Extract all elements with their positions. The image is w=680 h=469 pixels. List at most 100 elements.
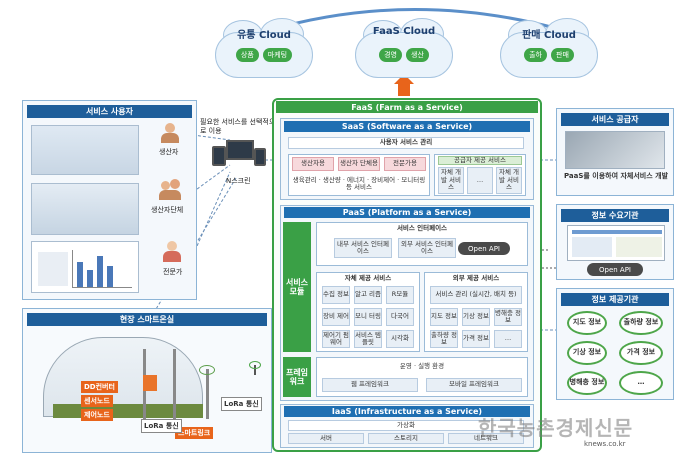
service-supplier-title: 서비스 공급자 xyxy=(561,113,669,126)
supplier-cell: 자체 개발 서비스 xyxy=(496,167,522,194)
sales-cloud-title: 판매 Cloud xyxy=(522,30,576,41)
farmer-icon xyxy=(159,123,181,143)
iaas-title: IaaS (Infrastructure as a Service) xyxy=(284,406,530,417)
self-cell: 장비 제어 xyxy=(322,308,350,326)
self-cell: 시각화 xyxy=(386,330,414,348)
self-cell: 알고 리즘 xyxy=(354,286,382,304)
ext-cell: 가격 정보 xyxy=(462,330,490,348)
device-label: N스크린 xyxy=(226,177,251,185)
greenhouse-ground xyxy=(53,404,203,418)
service-users-panel: 서비스 사용자 생산자 생산자단체 전문가 xyxy=(22,100,197,300)
cloud-pill: 마케팅 xyxy=(262,48,293,62)
farmer-group-icon xyxy=(159,179,181,201)
sensor-pole xyxy=(173,349,176,419)
sales-cloud: 판매 Cloud 출하 판매 xyxy=(490,18,608,78)
user-label: 생산자단체 xyxy=(151,206,184,214)
provider-oval: … xyxy=(619,371,663,395)
lora-label: LoRa 통신 xyxy=(221,397,262,411)
smart-greenhouse-title: 현장 스마트온실 xyxy=(27,313,267,326)
greenhouse-photo xyxy=(31,125,139,175)
run-environment: 운영 · 실행 환경 xyxy=(320,360,524,374)
lora-label: LoRa 통신 xyxy=(141,419,182,433)
greenhouse-tag: DD컨버터 xyxy=(81,381,118,393)
smart-greenhouse-panel: 현장 스마트온실 DD컨버터 센서노드 제어노드 스마트링크 LoRa 통신 L… xyxy=(22,308,272,453)
faas-cloud-title: FaaS Cloud xyxy=(372,26,436,37)
framework-label: 프레임 워크 xyxy=(283,357,311,397)
supplier-cell: 자체 개발 서비스 xyxy=(438,167,464,194)
saas-title: SaaS (Software as a Service) xyxy=(284,121,530,132)
self-cell: 서비스 템플릿 xyxy=(354,330,382,348)
provider-oval: 가격 정보 xyxy=(619,341,663,365)
faas-cloud: FaaS Cloud 경영 생산 xyxy=(345,18,463,78)
greenhouse-tag: 스마트링크 xyxy=(175,427,214,439)
supplier-cell: … xyxy=(467,167,493,194)
cloud-pill: 판매 xyxy=(551,48,574,62)
self-cell: R모듈 xyxy=(386,286,414,304)
provider-oval: 병해충 정보 xyxy=(567,371,607,395)
self-services-title: 자체 제공 서비스 xyxy=(318,274,418,283)
service-interface-title: 서비스 인터페이스 xyxy=(320,224,524,234)
cloud-pill: 생산 xyxy=(406,48,429,62)
antenna-icon xyxy=(199,365,215,375)
greenhouse-tag: 제어노드 xyxy=(81,409,113,421)
info-demand-title: 정보 수요기관 xyxy=(561,209,669,222)
service-module-label: 서비스 모듈 xyxy=(283,222,311,352)
dashboard-screenshot xyxy=(31,241,139,293)
ext-cell: 출하량 정보 xyxy=(430,330,458,348)
self-cell: 모니 터링 xyxy=(354,308,382,326)
external-services-title: 외부 제공 서비스 xyxy=(426,274,526,283)
group-detail: 생육관리 · 생산량 · 에너지 · 장비제어 · 모니터링 등 서비스 xyxy=(292,174,426,194)
open-api-pill: Open API xyxy=(458,242,510,255)
ext-cell: … xyxy=(494,330,522,348)
cloud-pill: 출하 xyxy=(524,48,547,62)
watermark: 한국농촌경제신문 xyxy=(478,416,634,440)
greenhouse-photo xyxy=(31,183,139,235)
open-api-pill: Open API xyxy=(587,263,643,276)
demand-screenshot xyxy=(567,225,665,261)
ext-cell: 지도 정보 xyxy=(430,308,458,326)
lora-antenna-pole xyxy=(206,369,209,419)
supplier-note: PaaS를 이용하여 자체서비스 개발 xyxy=(563,172,669,180)
ext-cell: 기상 정보 xyxy=(462,308,490,326)
n-screen-devices xyxy=(212,140,268,174)
provider-oval: 기상 정보 xyxy=(567,341,607,365)
provider-oval: 지도 정보 xyxy=(567,311,607,335)
iaas-cell: 서버 xyxy=(288,433,364,444)
web-framework: 웹 프레임워크 xyxy=(322,378,418,392)
internal-interface: 내부 서비스 인터페이스 xyxy=(334,238,392,258)
group-cell: 전문가용 xyxy=(384,157,426,171)
provider-oval: 출하량 정보 xyxy=(619,311,663,335)
iaas-cell: 스토리지 xyxy=(368,433,444,444)
greenhouse-tag: 센서노드 xyxy=(81,395,113,407)
watermark-url: knews.co.kr xyxy=(584,440,626,448)
supplier-services-title: 공급자 제공 서비스 xyxy=(438,156,522,165)
distribution-cloud: 유통 Cloud 상품 마케팅 xyxy=(205,18,323,78)
antenna-icon xyxy=(249,361,261,375)
ext-cell: 병해충 정보 xyxy=(494,308,522,326)
supplier-photo xyxy=(565,131,665,169)
virtualization: 가상화 xyxy=(288,420,524,431)
self-cell: 제어기 펌웨어 xyxy=(322,330,350,348)
info-provider-panel: 정보 제공기관 지도 정보 출하량 정보 기상 정보 가격 정보 병해충 정보 … xyxy=(556,288,674,400)
user-label: 생산자 xyxy=(159,148,179,156)
service-supplier-panel: 서비스 공급자 PaaS를 이용하여 자체서비스 개발 xyxy=(556,108,674,196)
faas-title: FaaS (Farm as a Service) xyxy=(276,101,538,113)
external-interface: 외부 서비스 인터페이스 xyxy=(398,238,456,258)
info-provider-title: 정보 제공기관 xyxy=(561,293,669,306)
paas-title: PaaS (Platform as a Service) xyxy=(284,207,530,218)
distribution-cloud-title: 유통 Cloud xyxy=(237,30,291,41)
iaas-cell: 네트워크 xyxy=(448,433,524,444)
cloud-pill: 경영 xyxy=(379,48,402,62)
group-cell: 생산자용 xyxy=(292,157,334,171)
user-label: 전문가 xyxy=(163,268,183,276)
self-cell: 다국어 xyxy=(386,308,414,326)
cloud-pill: 상품 xyxy=(235,48,259,62)
self-cell: 수집 정보 xyxy=(322,286,350,304)
device-box xyxy=(143,375,157,391)
external-services-mgmt: 서비스 관리 (실시간, 배치 등) xyxy=(430,286,522,304)
mobile-framework: 모바일 프레임워크 xyxy=(426,378,522,392)
service-users-title: 서비스 사용자 xyxy=(27,105,192,118)
user-service-mgmt: 사용자 서비스 관리 xyxy=(288,137,524,149)
info-demand-panel: 정보 수요기관 Open API xyxy=(556,204,674,280)
group-cell: 생산자 단체용 xyxy=(338,157,380,171)
